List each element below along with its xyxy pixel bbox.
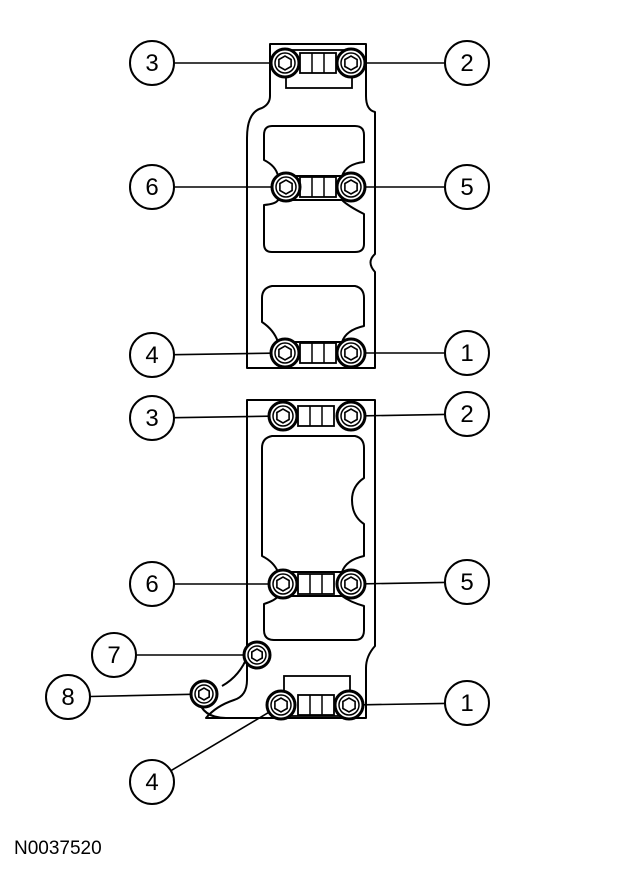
callout-circle [444,330,490,376]
bolt-head-icon [265,689,297,721]
bolt-strap [299,176,337,198]
callout-circle [45,674,91,720]
callout-circle [129,164,175,210]
lower-cap-window-bottom [263,595,365,641]
callout-circle [444,559,490,605]
callout-circle [129,40,175,86]
bolt-strap [297,405,335,427]
callout-number: 4 [145,769,158,796]
callout-number: 8 [61,684,74,711]
leader-line [89,693,192,698]
upper-cap-outline [246,43,376,369]
bolt-head-icon [189,679,219,709]
callout-circle [129,332,175,378]
bolt-head-icon [269,337,301,369]
callout-circle [444,164,490,210]
callout-lower-cap-5: 5 [364,559,490,605]
callout-number: 6 [145,571,158,598]
leader-line [173,352,272,356]
callout-number: 5 [460,569,473,596]
bolt-head-icon [269,47,301,79]
lower-cap-outline [205,399,376,719]
bolt-head-icon [335,47,367,79]
callout-lower-cap-2: 2 [364,391,490,437]
leader-line [364,581,446,585]
callouts-layer: 3 2 6 5 4 1 3 2 6 5 7 8 4 1 [45,40,490,805]
figure-reference-code: N0037520 [14,838,102,859]
upper-cap-window-middle [263,199,365,253]
callout-upper-cap-6: 6 [129,164,272,210]
callout-number: 1 [460,690,473,717]
callout-number: 1 [460,340,473,367]
bolt-head-icon [333,689,365,721]
callout-lower-cap-6: 6 [129,561,269,607]
callout-lower-cap-1: 1 [362,680,490,726]
callout-lower-cap-8: 8 [45,674,192,720]
callout-upper-cap-2: 2 [365,40,490,86]
callout-number: 4 [145,342,158,369]
callout-number: 2 [460,401,473,428]
bolt-head-icon [267,400,299,432]
bolt-head-icon [270,171,302,203]
callout-lower-cap-7: 7 [91,632,244,678]
callout-lower-cap-3: 3 [129,395,270,441]
bolt-strap [299,52,337,74]
bolt-head-icon [335,171,367,203]
callout-circle [129,561,175,607]
upper-cap [246,43,376,369]
callout-upper-cap-4: 4 [129,332,272,378]
callout-number: 6 [145,174,158,201]
leader-line [364,413,446,417]
bolt-head-icon [242,640,272,670]
callout-circle [444,391,490,437]
callout-upper-cap-1: 1 [365,330,490,376]
callout-upper-cap-3: 3 [129,40,271,86]
lower-cap [197,399,376,719]
callout-circle [129,395,175,441]
bolt-head-icon [335,568,367,600]
callout-circle [444,40,490,86]
leader-line [173,415,270,419]
upper-cap-window-top [263,125,365,177]
bolt-head-icon [335,400,367,432]
bolts-layer [189,47,367,721]
bolt-strap [297,694,335,716]
callout-number: 3 [145,50,158,77]
callout-number: 2 [460,50,473,77]
callout-circle [444,680,490,726]
callout-number: 5 [460,174,473,201]
callout-lower-cap-4: 4 [129,711,270,805]
callout-number: 7 [107,642,120,669]
callout-circle [129,759,175,805]
callout-number: 3 [145,405,158,432]
callout-circle [91,632,137,678]
bolt-strap [297,573,335,595]
lower-cap-window-top [261,435,365,573]
bolt-head-icon [267,568,299,600]
leader-line [362,702,446,706]
leader-line [170,711,270,772]
upper-cap-window-bottom [261,285,365,343]
bolt-strap [299,342,337,364]
callout-upper-cap-5: 5 [365,164,490,210]
bolt-head-icon [335,337,367,369]
